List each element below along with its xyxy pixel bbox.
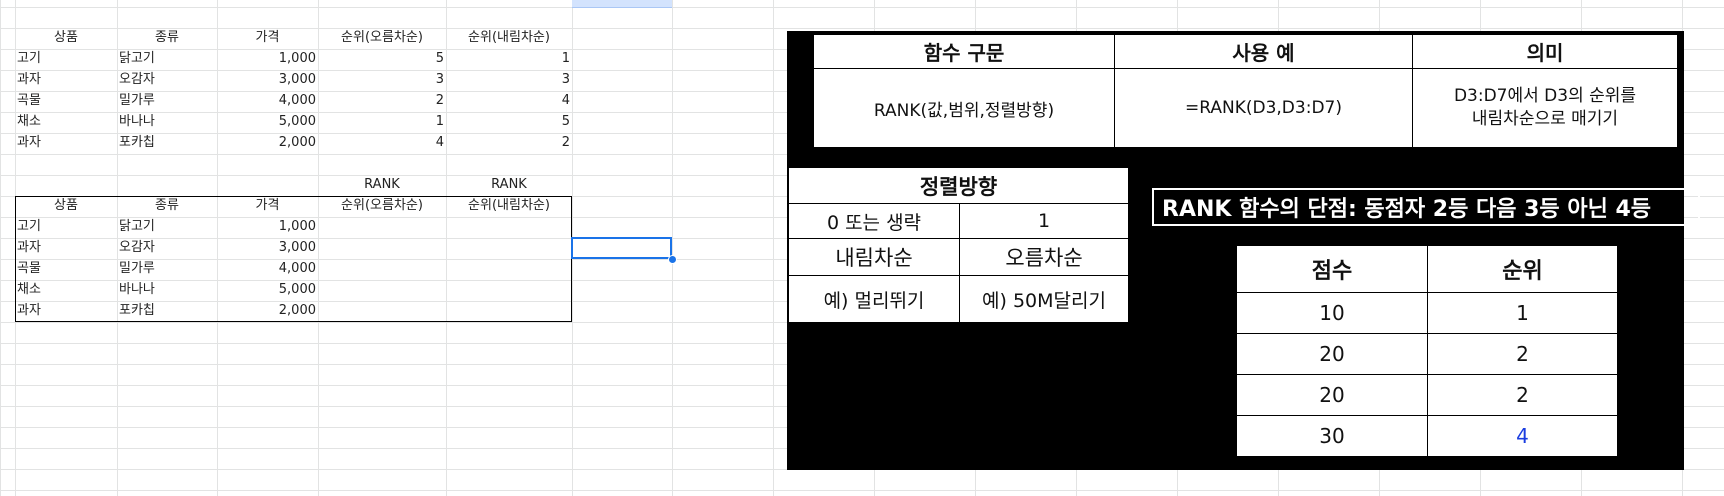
score-cell: 30 [1236, 415, 1428, 457]
top-table-header[interactable]: 종류 [155, 30, 179, 45]
sort-cell-0-0: 0 또는 생략 [788, 203, 960, 239]
bottom-table-cell[interactable]: 4,000 [278, 261, 316, 276]
top-table-cell[interactable]: 1 [435, 114, 444, 129]
bottom-table-cell[interactable]: 과자 [17, 303, 41, 318]
top-table-cell[interactable]: 밀가루 [119, 93, 155, 108]
rank-function-image[interactable]: 함수 구문 사용 예 의미 RANK(값,범위,정렬방향) =RANK(D3,D… [787, 31, 1700, 470]
top-table-cell[interactable]: 고기 [17, 51, 41, 66]
bottom-table-cell[interactable]: 밀가루 [119, 261, 155, 276]
syntax-header-2: 의미 [1412, 34, 1678, 69]
top-table-cell[interactable]: 2 [561, 135, 570, 150]
bottom-table-cell[interactable]: 곡물 [17, 261, 41, 276]
syntax-header-1: 사용 예 [1114, 34, 1413, 69]
bottom-table-cell[interactable]: 2,000 [278, 303, 316, 318]
syntax-header-0: 함수 구문 [813, 34, 1115, 69]
top-table-header[interactable]: 순위(내림차순) [468, 30, 550, 45]
score-header: 점수 [1236, 245, 1428, 293]
sort-direction-table: 정렬방향 0 또는 생략 1 내림차순 오름차순 예) 멀리뛰기 예) 50M달… [788, 167, 1129, 323]
syntax-cell-1: =RANK(D3,D3:D7) [1114, 68, 1413, 148]
sort-direction-title: 정렬방향 [788, 167, 1129, 204]
top-table-cell[interactable]: 과자 [17, 135, 41, 150]
top-table-header[interactable]: 가격 [255, 30, 280, 45]
bottom-table-header[interactable]: 순위(내림차순) [468, 198, 550, 213]
bottom-table-header[interactable]: 상품 [54, 198, 78, 213]
top-table-cell[interactable]: 1,000 [278, 51, 316, 66]
top-table-cell[interactable]: 오감자 [119, 72, 155, 87]
top-table-cell[interactable]: 3 [435, 72, 444, 87]
bottom-table-cell[interactable]: 1,000 [278, 219, 316, 234]
rank-cell: 2 [1427, 374, 1618, 416]
bottom-table-cell[interactable]: 과자 [17, 240, 41, 255]
top-table-cell[interactable]: 포카칩 [119, 135, 155, 150]
syntax-cell-0: RANK(값,범위,정렬방향) [813, 68, 1115, 148]
top-table-cell[interactable]: 채소 [17, 114, 41, 129]
bottom-table-cell[interactable]: 닭고기 [119, 219, 155, 234]
sort-cell-2-0: 예) 멀리뛰기 [788, 275, 960, 323]
bottom-table-cell[interactable]: 5,000 [278, 282, 316, 297]
top-table-cell[interactable]: 5 [561, 114, 570, 129]
top-table-cell[interactable]: 4 [561, 93, 570, 108]
bottom-table-cell[interactable]: 3,000 [278, 240, 316, 255]
bottom-table-cell[interactable]: 오감자 [119, 240, 155, 255]
top-table-cell[interactable]: 2 [435, 93, 444, 108]
bottom-table-border [15, 196, 572, 322]
sort-cell-0-1: 1 [959, 203, 1129, 239]
bottom-table-cell[interactable]: 포카칩 [119, 303, 155, 318]
top-table-cell[interactable]: 닭고기 [119, 51, 155, 66]
top-table-cell[interactable]: 곡물 [17, 93, 41, 108]
top-table-cell[interactable]: 4,000 [278, 93, 316, 108]
top-table-cell[interactable]: 1 [561, 51, 570, 66]
top-table-cell[interactable]: 4 [435, 135, 444, 150]
sort-cell-2-1: 예) 50M달리기 [959, 275, 1129, 323]
bottom-table-header[interactable]: 순위(오름차순) [341, 198, 423, 213]
bottom-table-header[interactable]: 가격 [255, 198, 280, 213]
active-cell[interactable] [571, 237, 672, 259]
top-table-header[interactable]: 상품 [54, 30, 78, 45]
syntax-table: 함수 구문 사용 예 의미 RANK(값,범위,정렬방향) =RANK(D3,D… [813, 34, 1678, 148]
fill-handle[interactable] [668, 255, 677, 264]
rank-cell: 2 [1427, 333, 1618, 375]
top-table-cell[interactable]: 과자 [17, 72, 41, 87]
bottom-table-header[interactable]: 종류 [155, 198, 179, 213]
top-table-cell[interactable]: 3 [561, 72, 570, 87]
rank-header: 순위 [1427, 245, 1618, 293]
top-table-cell[interactable]: 5,000 [278, 114, 316, 129]
rank-weakness-banner: RANK 함수의 단점: 동점자 2등 다음 3등 아닌 4등 [1152, 188, 1700, 226]
top-table-cell[interactable]: 3,000 [278, 72, 316, 87]
bottom-table-cell[interactable]: 바나나 [119, 282, 155, 297]
rank-label[interactable]: RANK [491, 177, 527, 192]
sort-cell-1-1: 오름차순 [959, 238, 1129, 276]
score-cell: 20 [1236, 333, 1428, 375]
rank-cell: 1 [1427, 292, 1618, 334]
bottom-table-cell[interactable]: 채소 [17, 282, 41, 297]
score-cell: 10 [1236, 292, 1428, 334]
top-table-cell[interactable]: 바나나 [119, 114, 155, 129]
top-table-header[interactable]: 순위(오름차순) [341, 30, 423, 45]
top-table-cell[interactable]: 5 [435, 51, 444, 66]
sort-cell-1-0: 내림차순 [788, 238, 960, 276]
selected-column-header [572, 0, 672, 8]
rank-cell-highlight: 4 [1427, 415, 1618, 457]
syntax-cell-2: D3:D7에서 D3의 순위를 내림차순으로 매기기 [1412, 68, 1678, 148]
top-table-cell[interactable]: 2,000 [278, 135, 316, 150]
score-rank-table: 점수 순위 10 1 20 2 20 2 30 4 [1236, 245, 1618, 457]
bottom-table-cell[interactable]: 고기 [17, 219, 41, 234]
score-cell: 20 [1236, 374, 1428, 416]
rank-label[interactable]: RANK [364, 177, 400, 192]
